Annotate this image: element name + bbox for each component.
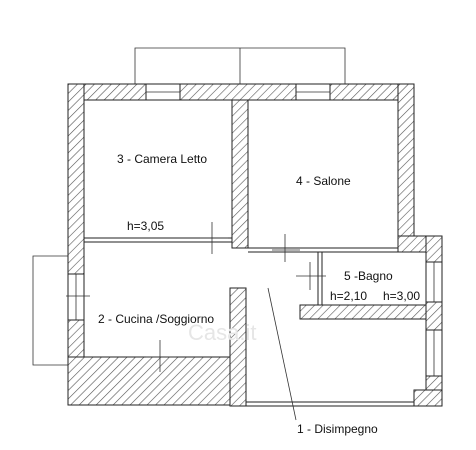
height-label-bagno-b: h=3,00 bbox=[383, 289, 420, 303]
height-label-camera: h=3,05 bbox=[127, 219, 164, 233]
room-label-camera-letto: 3 - Camera Letto bbox=[117, 152, 207, 166]
disimpegno-leader bbox=[267, 287, 297, 421]
room-label-cucina: 2 - Cucina /Soggiorno bbox=[98, 312, 214, 326]
exterior-walls bbox=[67, 83, 443, 407]
watermark: Casa.it bbox=[188, 320, 256, 345]
balcony-top bbox=[134, 47, 346, 84]
cross-marks bbox=[66, 222, 326, 372]
interior-walls bbox=[84, 237, 426, 407]
height-label-bagno-a: h=2,10 bbox=[330, 289, 367, 303]
windows bbox=[67, 83, 443, 377]
room-label-salone: 4 - Salone bbox=[296, 174, 351, 188]
room-label-disimpegno: 1 - Disimpegno bbox=[297, 422, 378, 436]
room-label-bagno: 5 -Bagno bbox=[344, 269, 393, 283]
balcony-left bbox=[32, 255, 68, 366]
